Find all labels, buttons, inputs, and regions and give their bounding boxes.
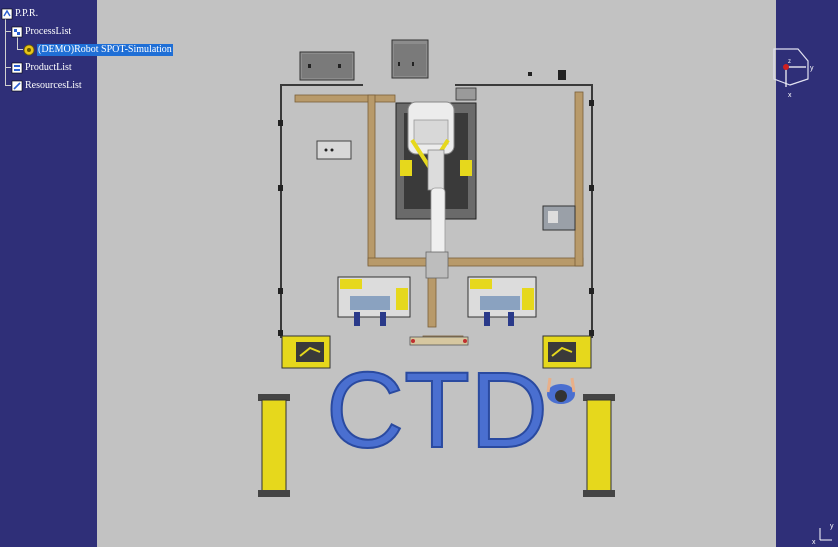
welding-fixture-right[interactable] [467, 276, 537, 326]
tree-label-resources-list: ResourcesList [25, 80, 82, 91]
tree-item-ppr[interactable]: P.P.R. [1, 7, 38, 21]
tree-connector [5, 31, 11, 32]
corner-axis-y: y [830, 523, 834, 530]
resources-list-icon [11, 80, 23, 92]
tree-connector [17, 49, 23, 50]
right-background-panel [776, 0, 838, 547]
tree-item-product-list[interactable]: ProductList [11, 61, 72, 75]
tree-item-robot-spot-simulation[interactable]: (DEMO)Robot SPOT-Simulation [23, 43, 173, 57]
process-list-icon [11, 26, 23, 38]
tree-item-process-list[interactable]: ProcessList [11, 25, 71, 39]
tree-label-selected-process: (DEMO)Robot SPOT-Simulation [37, 44, 173, 56]
loading-station-right[interactable] [542, 335, 592, 369]
center-table[interactable] [409, 336, 469, 346]
welding-fixture-left[interactable] [337, 276, 411, 326]
tree-connector [17, 37, 18, 49]
tree-label-process-list: ProcessList [25, 26, 72, 37]
tree-item-resources-list[interactable]: ResourcesList [11, 79, 82, 93]
floor-logo-text: CTD [326, 349, 548, 470]
fence-posts [278, 70, 594, 336]
compass-label-z: z [788, 59, 791, 65]
compass-widget[interactable]: y x z [770, 45, 830, 105]
control-cabinet-right[interactable] [391, 39, 429, 79]
tree-connector [5, 12, 6, 86]
tree-label-product-list: ProductList [25, 62, 72, 73]
ppr-icon [1, 8, 13, 20]
safety-barrier-left [258, 394, 290, 497]
weld-controller[interactable] [316, 140, 352, 160]
safety-fence [280, 84, 593, 338]
corner-axis-x: x [812, 539, 816, 546]
loading-station-left[interactable] [281, 335, 331, 369]
safety-barrier-right [583, 394, 615, 497]
compass-z-axis [783, 64, 789, 70]
tip-dresser[interactable] [542, 205, 576, 231]
tree-connector [5, 67, 11, 68]
process-gear-icon [23, 44, 35, 56]
compass-label-x: x [788, 92, 792, 99]
spot-welding-robot[interactable] [407, 87, 477, 279]
tree-connector [5, 85, 11, 86]
compass-label-y: y [810, 65, 814, 72]
corner-axis-icon: y x [812, 523, 834, 546]
tree-label-ppr: P.P.R. [15, 8, 39, 19]
control-cabinet-left[interactable] [299, 51, 355, 81]
product-list-icon [11, 62, 23, 74]
specification-tree: P.P.R. ProcessList (DEMO)Robot SPOT-Simu… [0, 0, 200, 100]
operator-figure[interactable] [546, 377, 576, 404]
